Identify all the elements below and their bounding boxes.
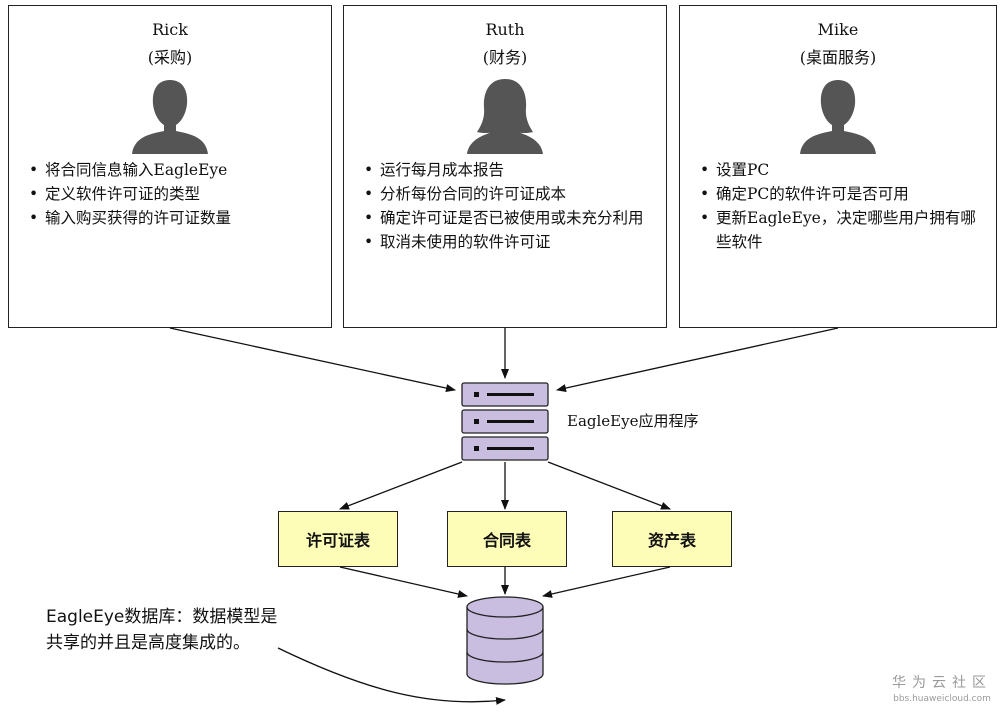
license-table-box: 许可证表	[278, 511, 398, 567]
person-card-rick: Rick (采购) 将合同信息输入EagleEye 定义软件许可证的类型 输入购…	[8, 5, 332, 328]
task-item: 输入购买获得的许可证数量	[29, 206, 321, 230]
person-name: Rick	[152, 20, 188, 39]
arrow-server-to-asset-table	[547, 461, 671, 510]
arrow-rick-to-server	[169, 327, 456, 392]
task-item: 确定PC的软件许可是否可用	[700, 182, 986, 206]
arrow-asset-table-to-db	[542, 566, 671, 598]
database-note: EagleEye数据库：数据模型是共享的并且是高度集成的。	[46, 607, 278, 653]
task-item: 设置PC	[700, 158, 986, 182]
watermark-url: bbs.huaweicloud.com	[893, 694, 991, 704]
task-list: 运行每月成本报告 分析每份合同的许可证成本 确定许可证是否已被使用或未充分利用 …	[364, 158, 656, 254]
watermark-title: 华为云社区	[892, 675, 992, 691]
task-list: 将合同信息输入EagleEye 定义软件许可证的类型 输入购买获得的许可证数量	[29, 158, 321, 230]
arrow-server-to-license-table	[339, 461, 463, 510]
task-item: 定义软件许可证的类型	[29, 182, 321, 206]
database-icon	[466, 596, 544, 685]
task-item: 取消未使用的软件许可证	[364, 230, 656, 254]
arrow-note-to-database	[277, 647, 506, 705]
task-item: 确定许可证是否已被使用或未充分利用	[364, 206, 656, 230]
contract-table-box: 合同表	[447, 511, 567, 567]
task-item: 分析每份合同的许可证成本	[364, 182, 656, 206]
task-item: 更新EagleEye，决定哪些用户拥有哪些软件	[700, 206, 986, 254]
server-stack-icon	[461, 382, 549, 461]
arrow-mike-to-server	[556, 327, 839, 392]
person-card-mike: Mike (桌面服务) 设置PC 确定PC的软件许可是否可用 更新EagleEy…	[679, 5, 997, 328]
arrow-license-table-to-db	[339, 566, 468, 598]
watermark: 华为云社区 bbs.huaweicloud.com	[892, 672, 992, 704]
person-role: (桌面服务)	[799, 48, 877, 67]
female-avatar-icon	[467, 79, 543, 154]
server-label: EagleEye应用程序	[567, 412, 699, 430]
table-label: 许可证表	[305, 531, 370, 550]
person-role: (采购)	[147, 48, 193, 67]
table-label: 合同表	[482, 531, 531, 550]
task-list: 设置PC 确定PC的软件许可是否可用 更新EagleEye，决定哪些用户拥有哪些…	[700, 158, 986, 254]
male-avatar-icon	[800, 80, 876, 154]
person-name: Ruth	[485, 20, 525, 39]
person-role: (财务)	[482, 48, 528, 67]
asset-table-box: 资产表	[612, 511, 732, 567]
task-item: 将合同信息输入EagleEye	[29, 158, 321, 182]
person-card-ruth: Ruth (财务) 运行每月成本报告 分析每份合同的许可证成本 确定许可证是否已…	[343, 5, 667, 328]
person-name: Mike	[817, 20, 859, 39]
male-avatar-icon	[132, 80, 208, 154]
table-label: 资产表	[647, 531, 696, 550]
task-item: 运行每月成本报告	[364, 158, 656, 182]
